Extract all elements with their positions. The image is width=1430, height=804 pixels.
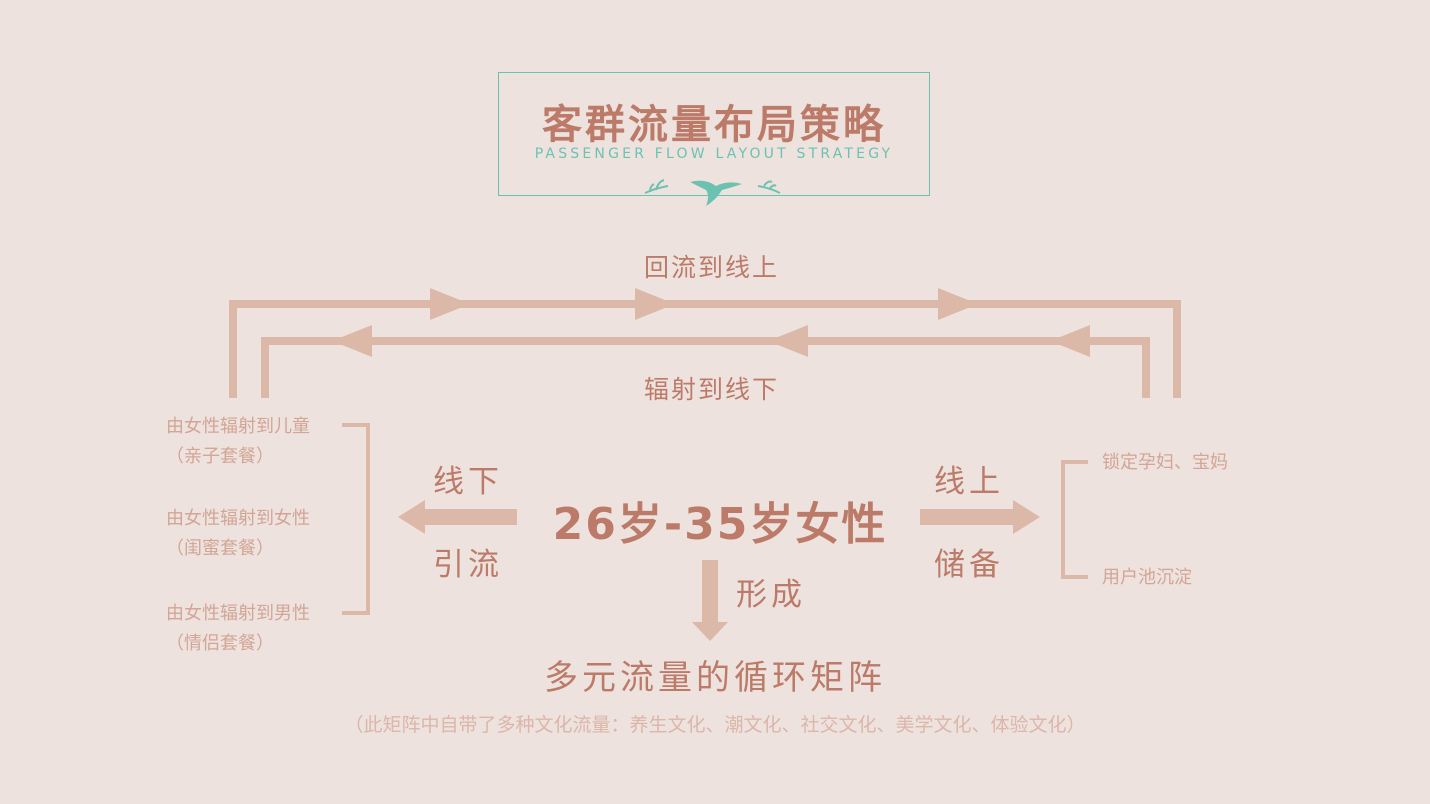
arrowhead-right-2 — [635, 288, 675, 320]
swallow-icon — [690, 180, 742, 206]
result-title: 多元流量的循环矩阵 — [544, 658, 886, 698]
left-item-women: 由女性辐射到女性 （闺蜜套餐） — [166, 504, 310, 564]
left-bracket — [342, 423, 370, 615]
left-item-children: 由女性辐射到儿童 （亲子套餐） — [166, 412, 310, 472]
left-item-line2: （情侣套餐） — [166, 633, 274, 654]
return-online-arrowheads — [430, 288, 978, 320]
attract-label: 引流 — [433, 547, 503, 583]
leaf-ornament-right — [757, 180, 781, 194]
return-online-loop — [229, 300, 1181, 398]
left-item-line2: （亲子套餐） — [166, 446, 274, 467]
arrowhead-left-3 — [1050, 325, 1090, 357]
leaf-ornament-left — [644, 179, 669, 194]
result-note: （此矩阵中自带了多种文化流量：养生文化、潮文化、社交文化、美学文化、体验文化） — [344, 714, 1086, 736]
left-item-line1: 由女性辐射到儿童 — [166, 416, 310, 437]
right-item-mothers: 锁定孕妇、宝妈 — [1102, 452, 1228, 473]
return-online-label: 回流到线上 — [644, 253, 780, 282]
arrowhead-right-1 — [430, 288, 470, 320]
title-frame — [498, 72, 930, 196]
left-item-line2: （闺蜜套餐） — [166, 538, 274, 559]
arrowhead-right-3 — [938, 288, 978, 320]
form-down-arrow — [692, 560, 728, 641]
reserve-label: 储备 — [934, 547, 1004, 583]
right-item-user-pool: 用户池沉淀 — [1102, 567, 1192, 588]
radiate-offline-arrowheads — [332, 325, 1090, 357]
page-title: 客群流量布局策略 — [542, 102, 886, 148]
target-audience-title: 26岁-35岁女性 — [552, 499, 888, 550]
left-item-men: 由女性辐射到男性 （情侣套餐） — [166, 599, 310, 659]
right-bracket — [1061, 460, 1088, 579]
form-label: 形成 — [736, 577, 806, 613]
arrowhead-left-1 — [332, 325, 372, 357]
page-subtitle: PASSENGER FLOW LAYOUT STRATEGY — [534, 146, 894, 162]
left-item-line1: 由女性辐射到男性 — [166, 603, 310, 624]
radiate-offline-label: 辐射到线下 — [644, 375, 780, 404]
offline-arrow — [398, 500, 517, 534]
online-arrow — [920, 500, 1040, 534]
radiate-offline-loop — [261, 337, 1150, 398]
arrowhead-left-2 — [768, 325, 808, 357]
offline-label: 线下 — [433, 464, 503, 500]
left-item-line1: 由女性辐射到女性 — [166, 508, 310, 529]
online-label: 线上 — [934, 464, 1004, 500]
